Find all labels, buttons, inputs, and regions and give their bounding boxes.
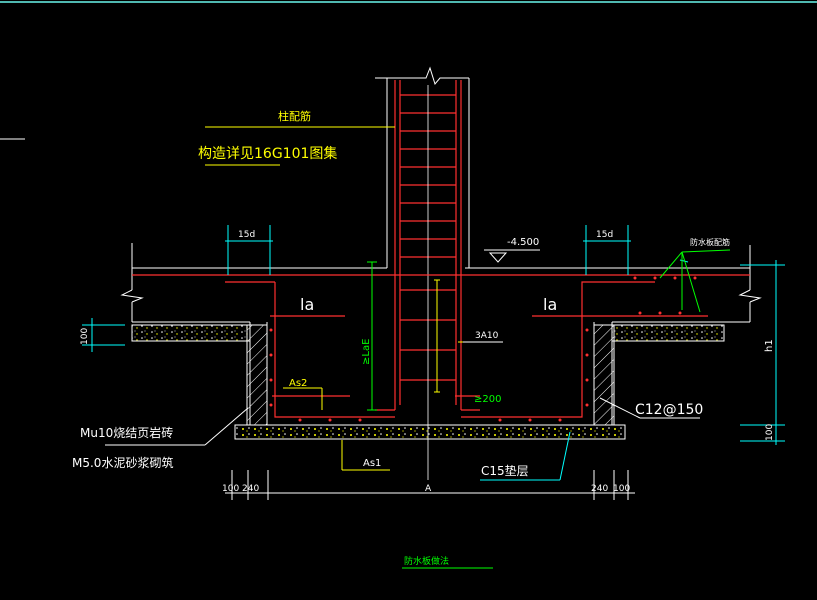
label-as2: As2 <box>289 378 307 389</box>
white-labels: 15d 15d -4.500 防水板配筋 la la 100 Mu10烧结页岩砖… <box>72 230 775 494</box>
waterproof-leaders <box>659 249 731 313</box>
label-c12: C12@150 <box>635 402 703 418</box>
base-outline <box>266 322 595 426</box>
label-la-right: la <box>543 295 557 314</box>
green-dims <box>367 261 493 569</box>
slab-rebar <box>132 274 750 418</box>
label-column-rebar: 柱配筋 <box>278 109 311 123</box>
white-leaders <box>105 249 700 500</box>
label-dim-100-bl: 100 <box>222 484 239 494</box>
green-labels: ≥LaE ≥200 防水板做法 <box>361 339 501 567</box>
label-c15: C15垫层 <box>481 463 529 478</box>
slab-concrete-left <box>131 324 251 342</box>
column-outline <box>375 66 470 268</box>
label-mortar: M5.0水泥砂浆砌筑 <box>72 455 173 470</box>
label-h1: h1 <box>764 339 775 352</box>
label-stirrup: 3A10 <box>475 331 499 341</box>
label-dim-240-br: 240 <box>591 484 608 494</box>
label-min-200: ≥200 <box>474 394 501 405</box>
label-column-ref: 构造详见16G101图集 <box>198 145 337 162</box>
label-15d-left: 15d <box>238 230 255 240</box>
label-dim-100-right: 100 <box>765 424 775 441</box>
label-dim-240-bl: 240 <box>242 484 259 494</box>
label-dim-100-left: 100 <box>80 328 90 345</box>
column-rebar <box>375 80 480 411</box>
label-caption: 防水板做法 <box>404 555 449 567</box>
label-axis-a: A <box>425 484 432 494</box>
label-15d-right: 15d <box>596 230 613 240</box>
yellow-labels: 柱配筋 构造详见16G101图集 3A10 As2 As1 <box>198 109 499 469</box>
cyan-dims <box>82 225 785 481</box>
label-dim-100-br: 100 <box>613 484 630 494</box>
label-la-left: la <box>300 295 314 314</box>
c15-bedding <box>234 424 626 440</box>
label-as1: As1 <box>363 458 381 469</box>
slab-concrete-right <box>611 324 725 342</box>
label-elevation: -4.500 <box>507 237 539 248</box>
label-brick: Mu10烧结页岩砖 <box>80 425 173 440</box>
label-anchor-len: ≥LaE <box>361 339 372 365</box>
rebar-dots <box>269 276 697 422</box>
brick-wall-right <box>593 324 615 426</box>
label-waterproof-top: 防水板配筋 <box>690 237 730 247</box>
brick-wall-left <box>246 324 268 426</box>
